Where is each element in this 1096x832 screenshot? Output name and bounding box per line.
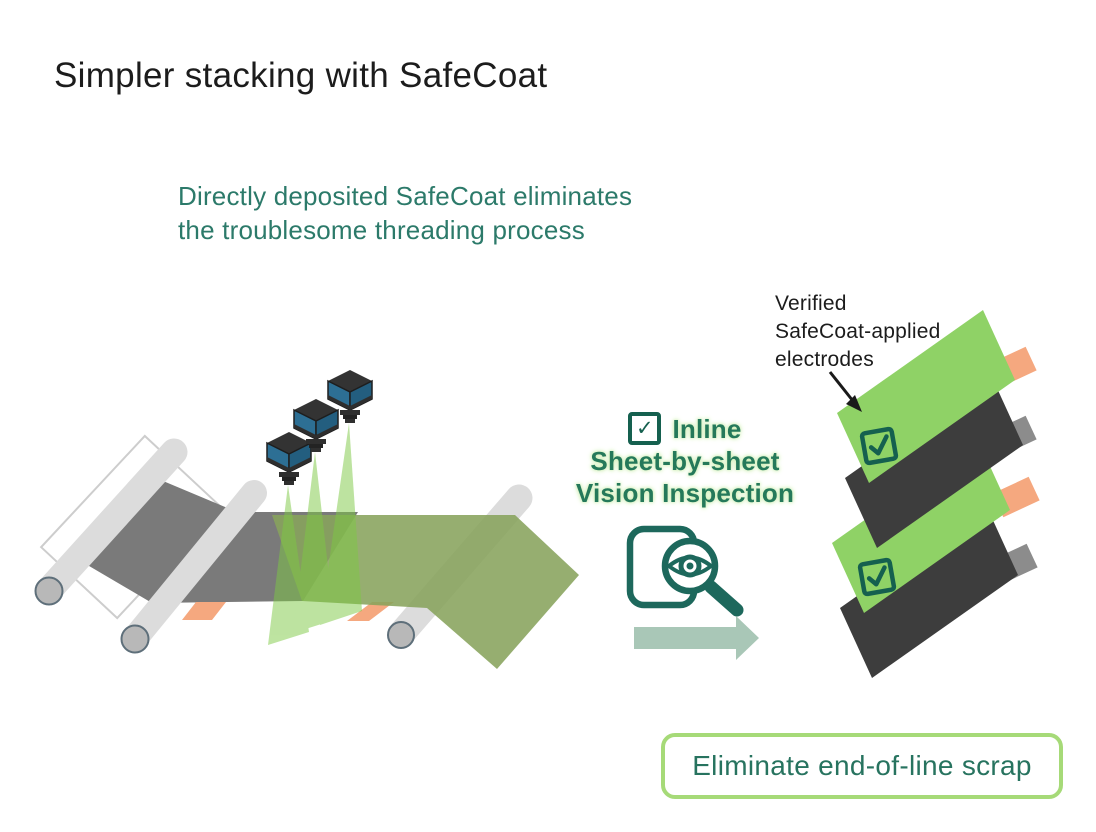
subtitle-line-2: the troublesome threading process <box>178 215 585 245</box>
magnifier-handle <box>704 580 744 617</box>
flow-arrow-right <box>634 616 759 660</box>
conveyor-scene <box>34 369 579 669</box>
web-tab-orange-2 <box>347 602 394 621</box>
inline-inspection-label: ✓ Inline Sheet-by-sheet Vision Inspectio… <box>575 412 795 508</box>
eliminate-scrap-callout[interactable]: Eliminate end-of-line scrap <box>661 733 1063 799</box>
subtitle-line-1: Directly deposited SafeCoat eliminates <box>178 181 633 211</box>
checked-checkbox-icon: ✓ <box>628 412 662 445</box>
web-tab-orange-1 <box>182 602 226 620</box>
separator-sheet-dark <box>840 505 1018 678</box>
vision-light-cones <box>268 423 362 645</box>
verified-electrodes-label: Verified SafeCoat-applied electrodes <box>775 292 941 371</box>
roller-1 <box>34 438 188 606</box>
separator-sheet-dark <box>845 375 1023 548</box>
electrode-stack <box>832 310 1040 678</box>
vision-inspection-icon <box>626 525 744 617</box>
safecoat-electrode-green <box>837 310 1015 483</box>
roller-2 <box>120 480 267 654</box>
page-title: Simpler stacking with SafeCoat <box>54 56 548 95</box>
inspection-camera-icon <box>266 431 312 486</box>
subtitle: Directly deposited SafeCoat eliminates t… <box>178 179 632 247</box>
annotation-arrow <box>828 371 862 412</box>
